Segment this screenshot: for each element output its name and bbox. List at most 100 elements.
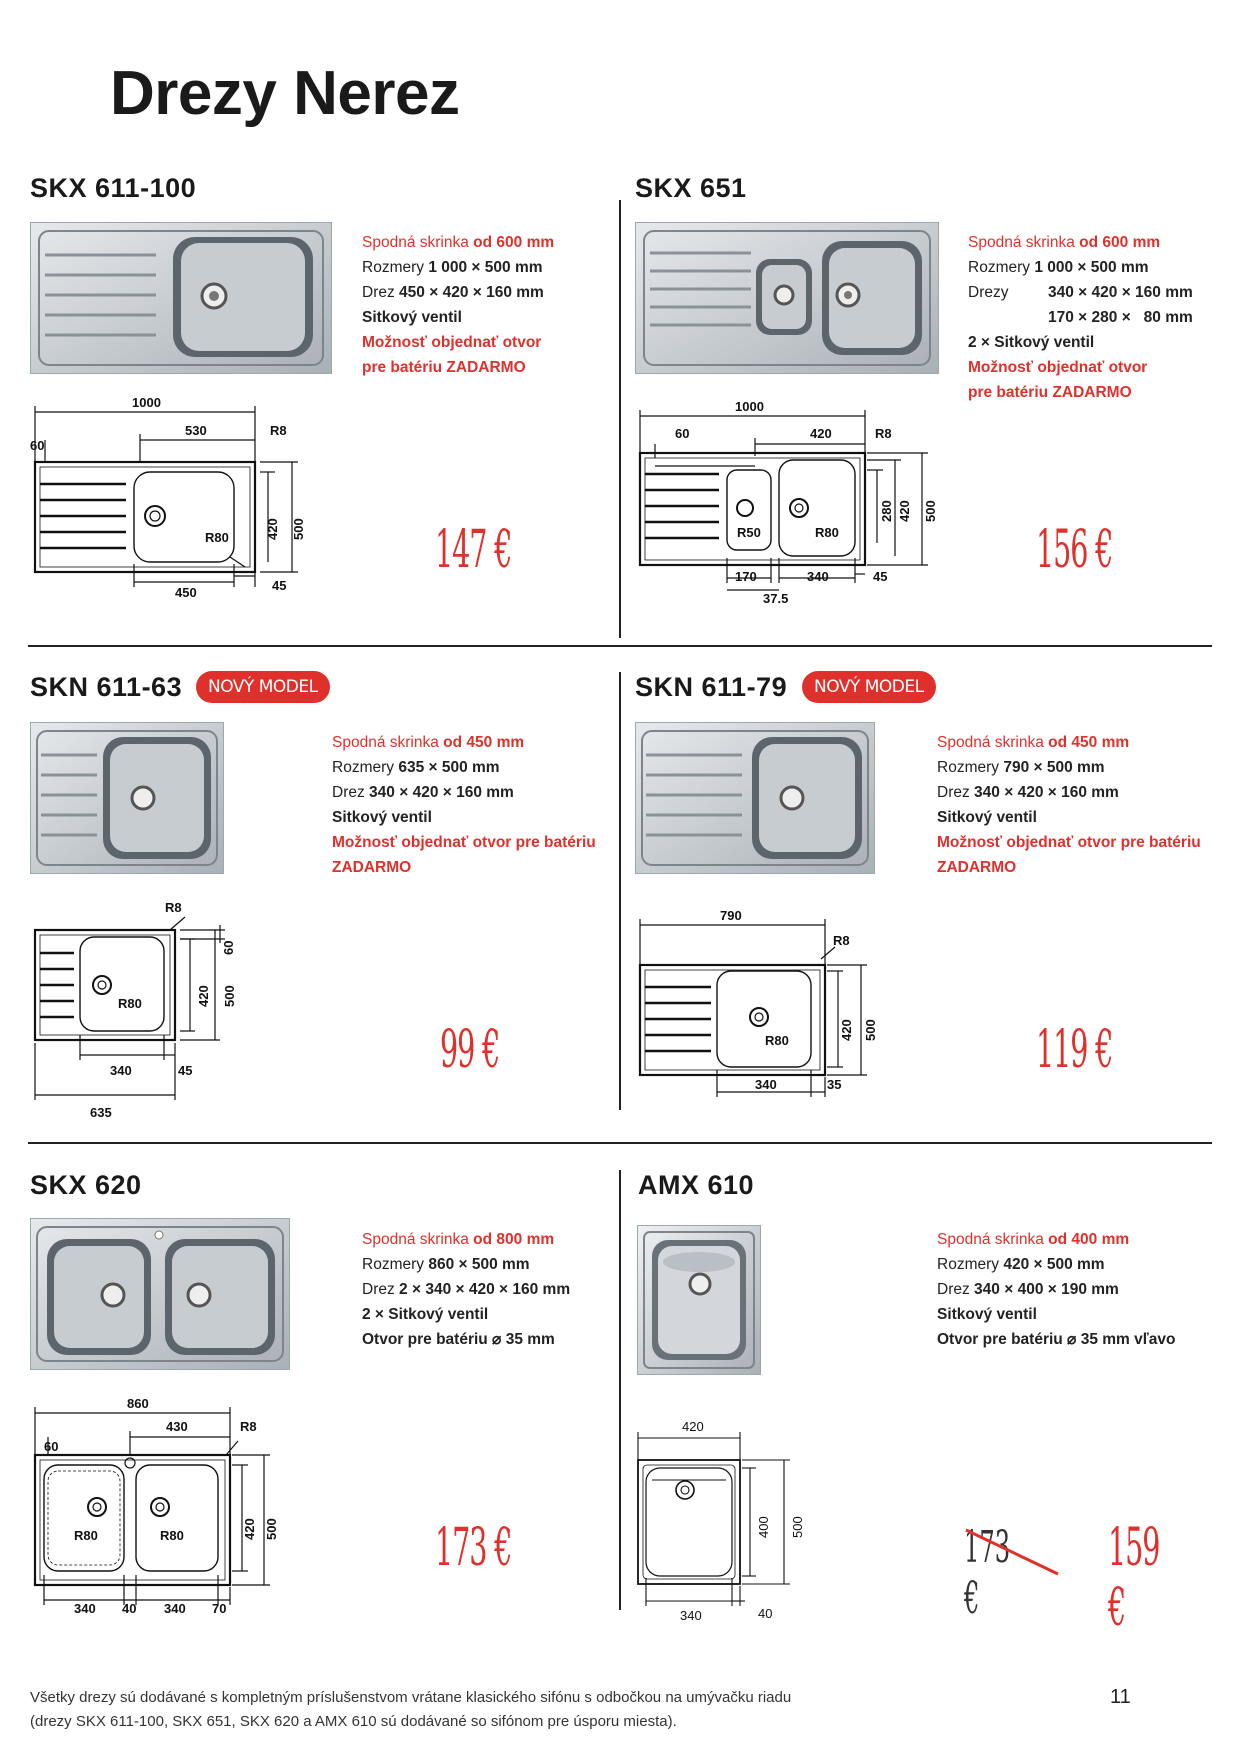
sink-photo-skx620	[30, 1218, 290, 1370]
sink-value: 340 × 400 × 190 mm	[974, 1281, 1119, 1298]
dim-label: 500	[923, 500, 938, 522]
sink-value: 2 × 340 × 420 × 160 mm	[399, 1281, 571, 1298]
offer-line-2: pre batériu ZADARMO	[968, 384, 1132, 401]
dims-value: 1 000 × 500 mm	[428, 259, 543, 276]
dim-label: 60	[44, 1439, 58, 1454]
valve-text: Sitkový ventil	[937, 809, 1037, 826]
sink-value: 340 × 420 × 160 mm	[1048, 284, 1193, 301]
sink-label: Drez	[362, 1281, 395, 1298]
cabinet-value: od 450 mm	[443, 734, 525, 751]
product-title-skx611: SKX 611-100	[30, 173, 197, 203]
dimension-drawing-skn61179: 790 R8 420 500 R80 340 35	[638, 908, 878, 1097]
dim-label: 37.5	[763, 591, 788, 606]
dim-label: 340	[74, 1601, 96, 1616]
dim-label: 500	[790, 1516, 805, 1538]
dim-label: 420	[242, 1518, 257, 1540]
dim-label: 790	[720, 908, 742, 923]
sink-label: Drez	[937, 1281, 970, 1298]
dim-label: 500	[291, 518, 306, 540]
dims-value: 420 × 500 mm	[1003, 1256, 1105, 1273]
offer-line-1: Možnosť objednať otvor pre batériu	[332, 834, 596, 851]
new-model-badge: NOVÝ MODEL	[196, 671, 330, 703]
dim-label: 45	[178, 1063, 192, 1078]
dims-label: Rozmery	[332, 759, 395, 776]
page-number: 11	[1110, 1686, 1131, 1708]
price-skn61179: 119 €	[1036, 1020, 1113, 1080]
dim-label: 60	[30, 438, 44, 453]
price-skx620: 173 €	[435, 1518, 512, 1578]
specs-skn61179: Spodná skrinka od 450 mm Rozmery 790 × 5…	[937, 730, 1201, 880]
sink-label: Drez	[362, 284, 395, 301]
dim-label: 60	[221, 941, 236, 955]
row-divider-1	[28, 645, 1212, 647]
price-skn61163: 99 €	[440, 1020, 500, 1080]
offer-line-1: Možnosť objednať otvor	[362, 334, 542, 351]
dim-label: 860	[127, 1396, 149, 1411]
dim-label: 340	[680, 1608, 702, 1623]
dim-label: 40	[122, 1601, 136, 1616]
dimension-drawing-amx610: 420 400 500 340 40	[637, 1419, 805, 1623]
offer-line-2: ZADARMO	[937, 859, 1017, 876]
dim-label: 340	[164, 1601, 186, 1616]
sink-value: 450 × 420 × 160 mm	[399, 284, 544, 301]
offer-line-2: ZADARMO	[332, 859, 412, 876]
dim-label: 530	[185, 423, 207, 438]
dims-value: 790 × 500 mm	[1003, 759, 1105, 776]
dims-label: Rozmery	[968, 259, 1031, 276]
old-price-amx610: 173 €	[964, 1522, 1060, 1624]
dim-label: 500	[222, 985, 237, 1007]
dim-label: 35	[827, 1077, 841, 1092]
dim-label: 420	[265, 518, 280, 540]
valve-text: 2 × Sitkový ventil	[362, 1306, 489, 1323]
dim-label: R8	[240, 1419, 257, 1434]
specs-skx651: Spodná skrinka od 600 mm Rozmery 1 000 ×…	[968, 230, 1193, 405]
sink-photo-amx610	[637, 1225, 761, 1375]
dim-label: 45	[873, 569, 887, 584]
dim-label: R8	[875, 426, 892, 441]
product-title-skx651: SKX 651	[635, 173, 747, 203]
dims-value: 635 × 500 mm	[398, 759, 500, 776]
dimension-drawing-skx620: 860 60 430 R8 420 500 R80 R80 340 40 340…	[33, 1396, 279, 1616]
dim-label: 40	[758, 1606, 772, 1621]
specs-skx620: Spodná skrinka od 800 mm Rozmery 860 × 5…	[362, 1227, 570, 1352]
dim-label: R50	[737, 525, 761, 540]
cabinet-label: Spodná skrinka	[362, 234, 469, 251]
sink-photo-skn61163	[30, 722, 224, 874]
dim-label: R80	[205, 530, 229, 545]
offer-line-2: pre batériu ZADARMO	[362, 359, 526, 376]
faucet-hole-text: Otvor pre batériu ⌀ 35 mm	[362, 1331, 555, 1348]
dim-label: 635	[90, 1105, 112, 1120]
dim-label: 500	[863, 1019, 878, 1041]
dim-label: 500	[264, 1518, 279, 1540]
dims-value: 1 000 × 500 mm	[1034, 259, 1149, 276]
dim-label: 420	[810, 426, 832, 441]
valve-text: 2 × Sitkový ventil	[968, 334, 1095, 351]
dimension-drawing-skx651: 1000 60 420 R8 280 420 500 R50 R80 170 3…	[638, 399, 938, 606]
strike-line-icon	[965, 1528, 1059, 1576]
dims-value: 860 × 500 mm	[428, 1256, 530, 1273]
dim-label: R80	[74, 1528, 98, 1543]
dim-label: R8	[833, 933, 850, 948]
sink-value-2: 170 × 280 × 80 mm	[1048, 309, 1193, 326]
dim-label: 420	[897, 500, 912, 522]
cabinet-label: Spodná skrinka	[937, 1231, 1044, 1248]
sink-photo-skn61179	[635, 722, 875, 874]
dims-label: Rozmery	[362, 259, 425, 276]
sink-label: Drez	[937, 784, 970, 801]
dims-label: Rozmery	[362, 1256, 425, 1273]
specs-amx610: Spodná skrinka od 400 mm Rozmery 420 × 5…	[937, 1227, 1175, 1352]
offer-line-1: Možnosť objednať otvor	[968, 359, 1148, 376]
dim-label: R8	[270, 423, 287, 438]
cabinet-label: Spodná skrinka	[332, 734, 439, 751]
dim-label: 70	[212, 1601, 226, 1616]
cabinet-label: Spodná skrinka	[362, 1231, 469, 1248]
footer-note: Všetky drezy sú dodávané s kompletným pr…	[30, 1686, 791, 1734]
product-title-skn61179: SKN 611-79	[635, 672, 788, 702]
dim-label: 420	[196, 985, 211, 1007]
cabinet-value: od 400 mm	[1048, 1231, 1130, 1248]
footer-line-1: Všetky drezy sú dodávané s kompletným pr…	[30, 1689, 792, 1706]
valve-text: Sitkový ventil	[937, 1306, 1037, 1323]
sink-value: 340 × 420 × 160 mm	[369, 784, 514, 801]
old-price-text: 173 €	[964, 1522, 1011, 1624]
cabinet-value: od 600 mm	[1079, 234, 1161, 251]
